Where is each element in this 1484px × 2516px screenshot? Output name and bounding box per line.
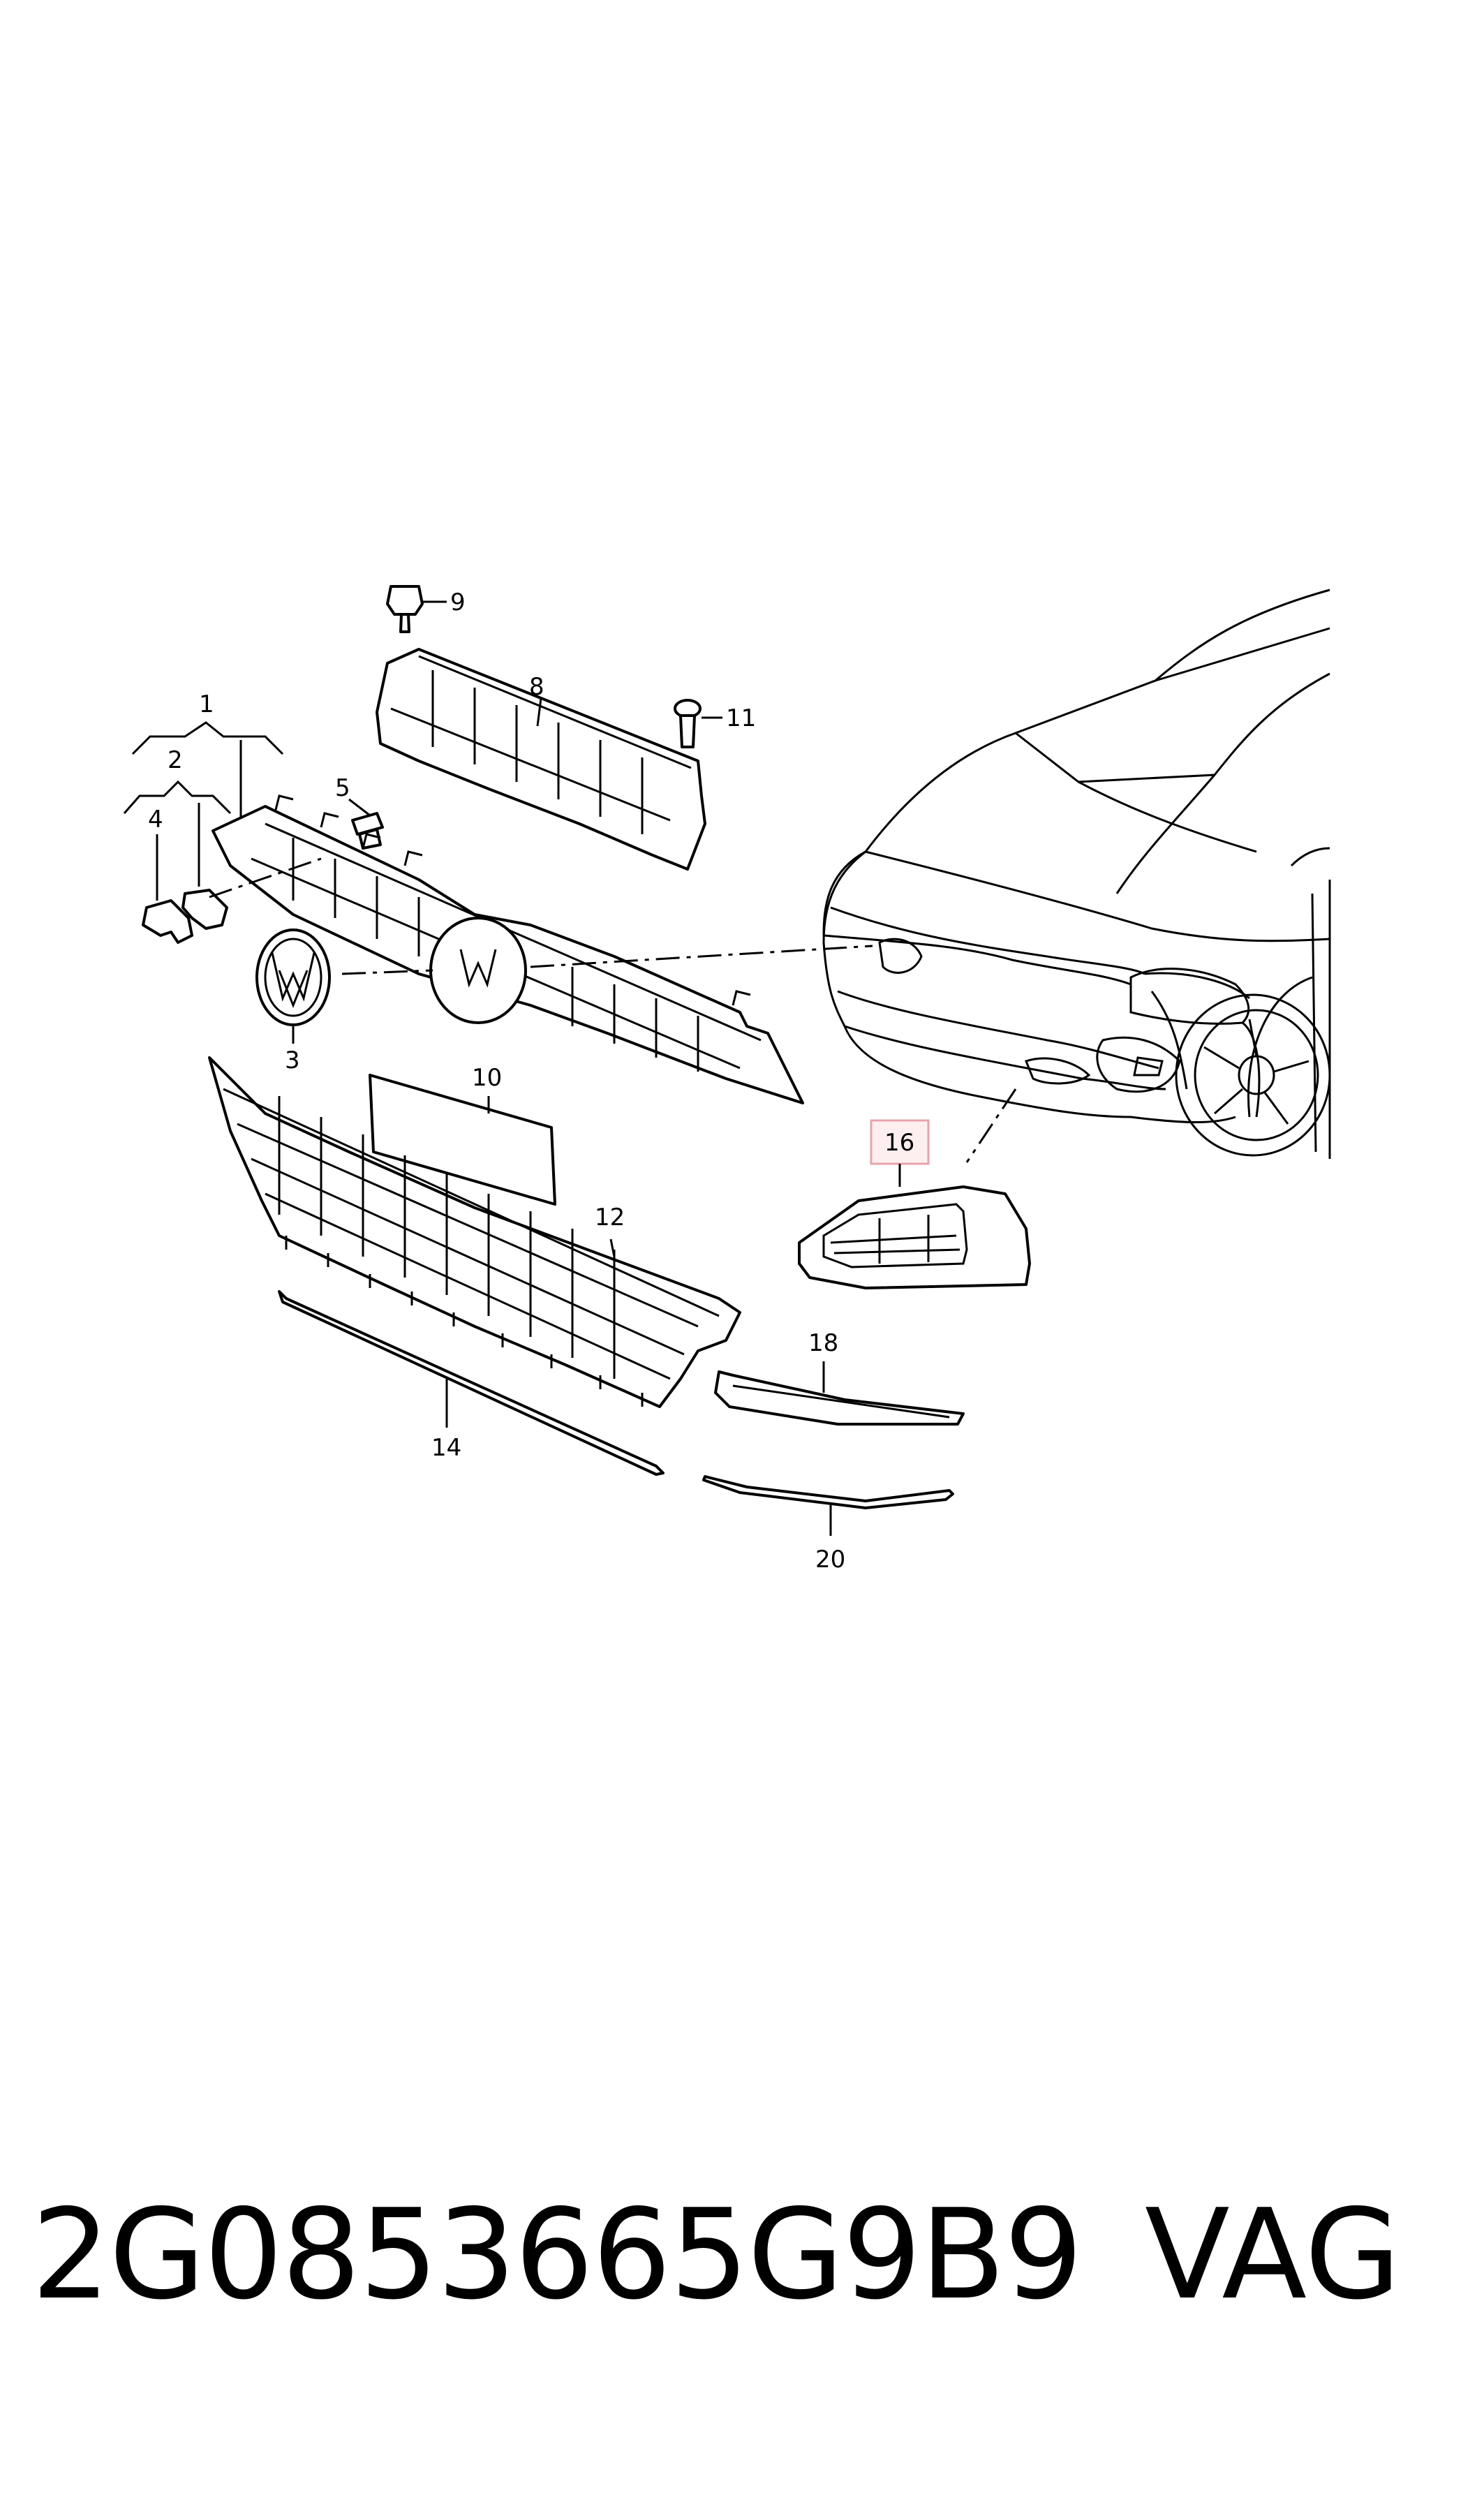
callout-group-1-2-4: 1 2 4 <box>123 690 284 901</box>
part-9-clip: 9 <box>386 585 466 633</box>
part-3-emblem: 3 <box>255 928 331 1074</box>
car-illustration <box>822 589 1331 1159</box>
brand-text: VAG <box>1145 2182 1401 2327</box>
callout-8: 8 <box>529 673 544 701</box>
part-8-bracket: 8 <box>376 648 706 871</box>
callout-18: 18 <box>808 1329 838 1357</box>
callout-11: 11 <box>726 704 756 732</box>
part-16-fog-grille: 16 <box>798 1119 1031 1289</box>
part-12-lower-grille: 12 <box>208 1056 741 1408</box>
alignment-lines <box>209 857 1017 1163</box>
callout-12: 12 <box>595 1204 625 1231</box>
callout-16-highlight-box <box>870 1119 930 1165</box>
part-1-upper-grille <box>212 794 804 1104</box>
callout-9: 9 <box>450 589 466 616</box>
part-14-trim-strip: 14 <box>278 1290 665 1476</box>
callout-20: 20 <box>815 1546 845 1574</box>
callout-14: 14 <box>431 1434 461 1462</box>
part-20-chrome-strip: 20 <box>702 1475 954 1574</box>
part-2-clip <box>181 889 228 930</box>
part-10-plate-holder: 10 <box>369 1064 556 1206</box>
part-11-screw: 11 <box>674 699 756 748</box>
callout-2: 2 <box>168 746 183 774</box>
callout-4: 4 <box>148 806 163 834</box>
part-number-text: 2G0853665G9B9 <box>31 2182 1083 2327</box>
callout-1: 1 <box>199 690 214 718</box>
part-18-trim: 18 <box>714 1329 965 1426</box>
callout-5: 5 <box>335 774 350 802</box>
callout-3: 3 <box>285 1046 300 1074</box>
callout-10: 10 <box>472 1064 502 1092</box>
part-4-clip <box>142 899 193 944</box>
callout-16: 16 <box>884 1129 914 1157</box>
